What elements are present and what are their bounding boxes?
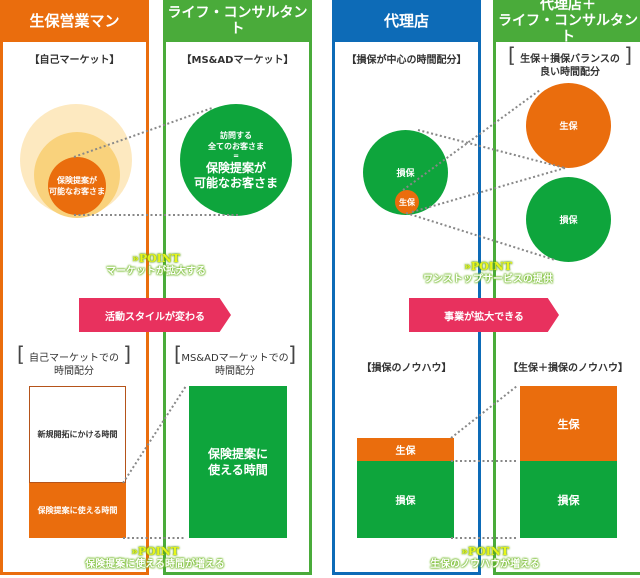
panel-life-consultant: ライフ・コンサルタント 【MS&ADマーケット】 訪問する 全てのお客さま = … <box>163 0 312 575</box>
title-line: 生保＋損保バランスの <box>520 54 620 65</box>
point-more-proposal-time: »POINT 保険提案に使える時間が増える <box>70 546 240 571</box>
bracket-open: [ <box>508 43 516 67</box>
point-one-stop-service: »POINT ワンストップサービスの提供 <box>416 261 560 286</box>
life-box: 生保 <box>357 438 454 461</box>
section-title-nonlife-knowhow: 【損保のノウハウ】 <box>361 363 452 374</box>
box-text: 使える時間 <box>208 463 268 477</box>
nonlife-circle: 損保 <box>526 177 611 262</box>
header-line: 代理店＋ <box>540 0 596 13</box>
bracket-open: [ <box>174 342 182 366</box>
title-line: 良い時間配分 <box>540 67 600 78</box>
proposal-time-box: 保険提案に使える時間 <box>29 483 126 538</box>
bracket-close: ] <box>123 342 131 366</box>
insurable-customers-circle: 保険提案が 可能なお客さま <box>48 157 106 215</box>
bracket-close: ] <box>624 43 632 67</box>
expand-business-arrow: 事業が拡大できる <box>409 298 559 332</box>
panel-header: 代理店＋ ライフ・コンサルタント <box>493 0 640 45</box>
circle-text: 保険提案が <box>205 160 266 175</box>
point-label: ワンストップサービスの提供 <box>423 274 553 285</box>
life-box: 生保 <box>520 386 617 461</box>
section-title-own-market: 【自己マーケット】 <box>29 55 120 66</box>
circle-text: 可能なお客さま <box>193 175 278 190</box>
title-line: 時間配分 <box>215 366 255 377</box>
title-line: MS&ADマーケットでの <box>181 353 289 364</box>
circle-text: = <box>233 151 239 160</box>
box-text: 保険提案に <box>207 447 268 461</box>
change-style-arrow: 活動スタイルが変わる <box>79 298 231 332</box>
panel-header: 生保営業マン <box>0 0 149 42</box>
life-small-circle: 生保 <box>395 190 419 214</box>
point-label: 生保のノウハウが増える <box>430 559 540 570</box>
nonlife-box: 損保 <box>520 461 617 538</box>
section-title-time-allocation: [ MS&ADマーケットでの 時間配分 ] <box>174 344 296 378</box>
panel-life-salesman: 生保営業マン 【自己マーケット】 保険提案が 可能なお客さま [ 自己マーケット… <box>0 0 149 575</box>
title-line: 自己マーケットでの <box>29 353 119 364</box>
point-tag: »POINT <box>460 545 510 558</box>
point-label: 保険提案に使える時間が増える <box>85 559 225 570</box>
point-tag: »POINT <box>130 545 180 558</box>
panel-agency-plus-consultant: 代理店＋ ライフ・コンサルタント [ 生保＋損保バランスの 良い時間配分 ] 生… <box>493 0 640 575</box>
point-market-expand: »POINT マーケットが拡大する <box>86 253 226 278</box>
section-title-time-allocation: [ 自己マーケットでの 時間配分 ] <box>17 344 131 378</box>
circle-text: 訪問する <box>220 130 252 140</box>
bracket-close: ] <box>288 342 296 366</box>
panel-agency: 代理店 【損保が中心の時間配分】 損保 生保 【損保のノウハウ】 生保 損保 <box>332 0 481 575</box>
section-title-combined-knowhow: 【生保＋損保のノウハウ】 <box>508 363 628 374</box>
bracket-open: [ <box>17 342 25 366</box>
title-line: 時間配分 <box>54 366 94 377</box>
point-tag: »POINT <box>131 252 181 265</box>
point-more-life-knowhow: »POINT 生保のノウハウが増える <box>418 546 552 571</box>
life-circle: 生保 <box>526 83 611 168</box>
point-tag: »POINT <box>463 260 513 273</box>
proposal-time-box: 保険提案に 使える時間 <box>189 386 287 538</box>
circle-text: 全てのお客さま <box>208 141 264 151</box>
header-line: ライフ・コンサルタント <box>498 13 638 45</box>
panel-header: 代理店 <box>332 0 481 42</box>
nonlife-box: 損保 <box>357 461 454 538</box>
section-title-msad-market: 【MS&ADマーケット】 <box>181 55 294 66</box>
panel-header: ライフ・コンサルタント <box>163 0 312 42</box>
section-title-balanced-time: [ 生保＋損保バランスの 良い時間配分 ] <box>508 45 632 79</box>
all-customers-circle: 訪問する 全てのお客さま = 保険提案が 可能なお客さま <box>180 104 292 216</box>
new-business-time-box: 新規開拓にかける時間 <box>29 386 126 483</box>
section-title-nonlife-focus: 【損保が中心の時間配分】 <box>346 55 467 66</box>
point-label: マーケットが拡大する <box>106 266 206 277</box>
